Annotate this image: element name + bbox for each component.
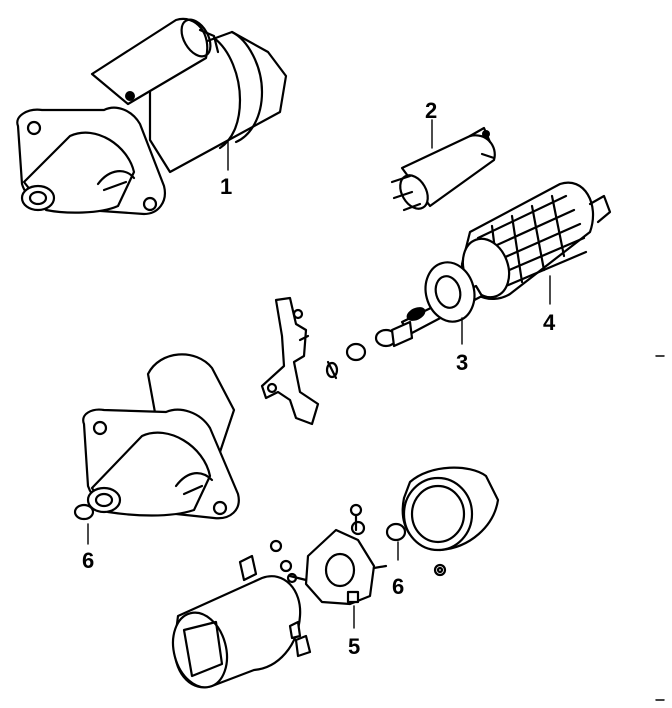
callout-bushing-rear: 6 [392,574,404,599]
callout-armature: 4 [543,310,556,335]
callout-brush-holder: 5 [348,634,360,659]
callout-solenoid: 2 [425,98,437,123]
callout-bushing-front: 6 [82,548,94,573]
margin-marks [655,355,665,701]
field-frame-drawing [171,554,312,689]
brush-plate-bracket-drawing [260,296,320,426]
callout-starter-assembly: 1 [220,174,232,199]
rear-bushing-drawing [385,522,407,561]
brush-holder-drawing [269,503,388,629]
starter-assembly-drawing [16,17,288,216]
callout-bearing: 3 [456,350,468,375]
shaft-washers-drawing [325,342,367,380]
bearing-drawing [424,261,476,345]
solenoid-drawing [390,119,496,212]
end-cover-drawing [401,466,500,577]
drive-housing-drawing [73,353,240,545]
